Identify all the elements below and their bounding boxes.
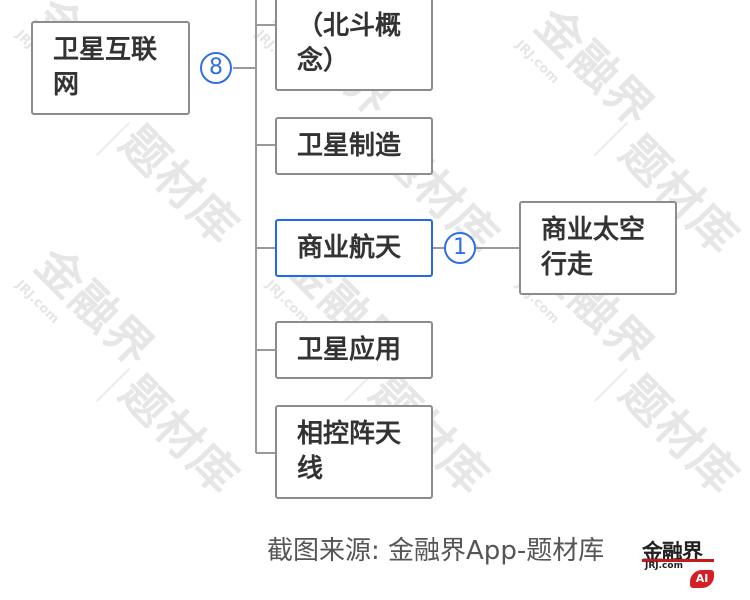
- node-satellite-manufacturing[interactable]: 卫星制造: [275, 117, 433, 175]
- ai-badge: AI: [690, 570, 714, 588]
- node-beidou-concept[interactable]: （北斗概念）: [275, 0, 433, 91]
- node-label: 商业太空行走: [541, 215, 646, 280]
- node-satellite-application[interactable]: 卫星应用: [275, 321, 433, 379]
- node-phased-array-antenna[interactable]: 相控阵天线: [275, 405, 433, 499]
- node-label: 卫星应用: [297, 334, 402, 365]
- jrj-logo: 金融界 JRJ.com AI: [642, 536, 718, 592]
- source-caption: 截图来源: 金融界App-题材库: [267, 536, 605, 566]
- node-commercial-space-walk[interactable]: 商业太空行走: [519, 201, 677, 295]
- node-commercial-aerospace[interactable]: 商业航天: [275, 219, 433, 277]
- node-satellite-internet[interactable]: 卫星互联网: [31, 21, 190, 115]
- node-label: （北斗概念）: [297, 10, 402, 76]
- node-label: 商业航天: [297, 232, 402, 263]
- node-label: 卫星互联网: [53, 35, 158, 100]
- child-count-badge[interactable]: 8: [200, 52, 232, 84]
- logo-bar: [642, 559, 714, 562]
- logo-subtext: JRJ.com: [645, 561, 683, 571]
- child-count-badge[interactable]: 1: [444, 232, 476, 264]
- node-label: 卫星制造: [297, 130, 402, 161]
- node-label: 相控阵天线: [297, 419, 402, 484]
